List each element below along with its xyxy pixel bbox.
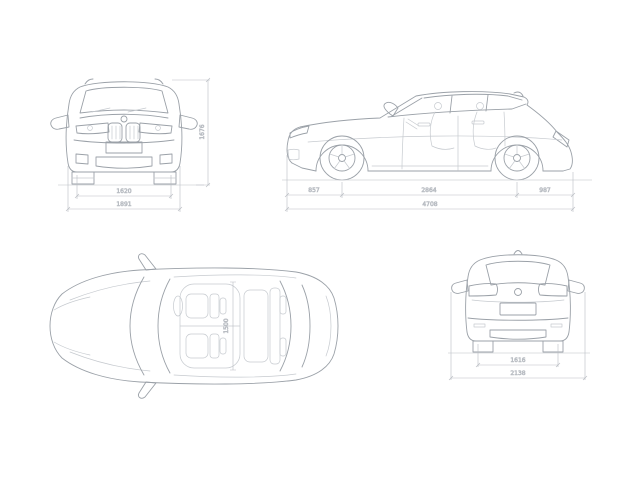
windshield-front-edge [129, 276, 145, 376]
mirror-left [451, 279, 469, 294]
rear-view-drawing: 1616 2138 [448, 250, 590, 381]
taillight-side [552, 130, 570, 148]
lower-intake [95, 156, 153, 169]
wheel-left [472, 340, 494, 353]
wheel-right [542, 340, 564, 353]
tailgate-seam [471, 299, 565, 303]
front-view: 1620 1891 1676 [32, 68, 232, 233]
roof-rails [84, 78, 164, 85]
character-line [307, 135, 563, 143]
hood-crease [79, 113, 169, 119]
a-pillar [391, 97, 423, 117]
side-view-drawing: 857 2864 987 4708 [282, 91, 592, 212]
taillight-right [538, 283, 568, 297]
headlights [75, 122, 173, 135]
grille-slats [111, 125, 139, 140]
headlight-side [289, 125, 310, 139]
door-handle-rear [471, 120, 485, 125]
rear-car-outline [451, 250, 585, 353]
top-view-drawing: 1500 [49, 253, 339, 399]
cabin-width-dim-label: 1500 [223, 318, 230, 333]
license-plate [499, 302, 537, 316]
front-bumper-intake [287, 148, 300, 161]
taillight-left [468, 283, 498, 297]
mirror-right [178, 114, 198, 130]
hood-creases [69, 280, 151, 372]
pillars [449, 94, 489, 114]
shark-fin-antenna [513, 91, 524, 97]
front-overhang-dim-label: 857 [308, 187, 320, 194]
rear-window [485, 260, 551, 286]
top-interior-seats [173, 287, 287, 365]
mirror-left [50, 114, 70, 130]
top-dimensions: 1500 [223, 281, 236, 371]
side-interior-seats [405, 102, 497, 150]
side-mirror [383, 101, 399, 117]
top-view: 1500 [28, 246, 363, 411]
front-height-dim-label: 1676 [199, 124, 206, 139]
license-plate [105, 141, 143, 154]
rear-dimensions: 1616 2138 [448, 292, 588, 381]
reflector-right [550, 323, 563, 328]
brand-roundel [514, 288, 522, 296]
side-wheels [319, 135, 540, 181]
door-handle-front [417, 122, 431, 127]
front-width-dim-label: 1891 [116, 201, 131, 208]
reflector-left [473, 323, 486, 328]
nose-lines [53, 296, 91, 356]
beltline [387, 103, 527, 118]
mirror-bottom [138, 381, 157, 399]
shark-fin-antenna [513, 250, 523, 255]
rear-window-front-edge [279, 280, 292, 372]
rear-track-dim-label: 1616 [510, 357, 525, 364]
top-car-outline [49, 253, 339, 399]
wipers [91, 107, 147, 113]
mirror-right [567, 279, 585, 294]
diffuser [489, 329, 547, 340]
steering-wheel-top [173, 295, 183, 317]
rear-window-rear-edge [301, 284, 311, 368]
windshield-rear-edge [157, 278, 171, 374]
front-view-drawing: 1620 1891 1676 [50, 77, 211, 212]
front-track-dim-label: 1620 [116, 188, 131, 195]
side-intakes [75, 153, 173, 165]
steering-wheel-side [405, 118, 420, 130]
mirror-top [138, 253, 157, 271]
roof-rails-top [173, 274, 297, 378]
door-seams [401, 111, 506, 171]
wheelbase-dim-label: 2864 [421, 187, 436, 194]
rear-view: 1616 2138 [436, 240, 606, 405]
brand-roundel [120, 115, 128, 123]
front-car-outline [50, 78, 198, 185]
rear-overhang-dim-label: 987 [539, 187, 551, 194]
roofline-inner [423, 93, 523, 101]
rear-end-line [325, 295, 332, 357]
bumper-line [467, 317, 569, 321]
length-dim-label: 4708 [422, 201, 437, 208]
windshield [79, 86, 169, 114]
side-dimensions: 857 2864 987 4708 [284, 155, 576, 212]
bumper-crease [73, 139, 175, 144]
side-view: 857 2864 987 4708 [272, 60, 617, 230]
front-dimensions: 1620 1891 1676 [65, 77, 211, 212]
rear-width-dim-label: 2138 [510, 370, 525, 377]
